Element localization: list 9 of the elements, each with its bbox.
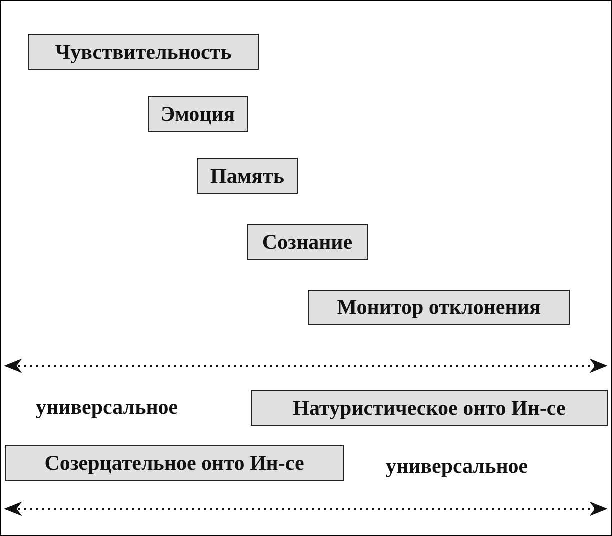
label-box: Память	[197, 158, 298, 194]
label-box: Натуристическое онто Ин-се	[251, 390, 608, 426]
label-box: Созерцательное онто Ин-се	[5, 445, 344, 481]
text-label: универсальное	[36, 397, 178, 418]
label-box: Монитор отклонения	[308, 290, 570, 325]
text-label: универсальное	[386, 456, 528, 477]
label-box: Эмоция	[148, 96, 248, 132]
label-box: Чувствительность	[28, 34, 259, 70]
label-box: Сознание	[247, 224, 368, 260]
